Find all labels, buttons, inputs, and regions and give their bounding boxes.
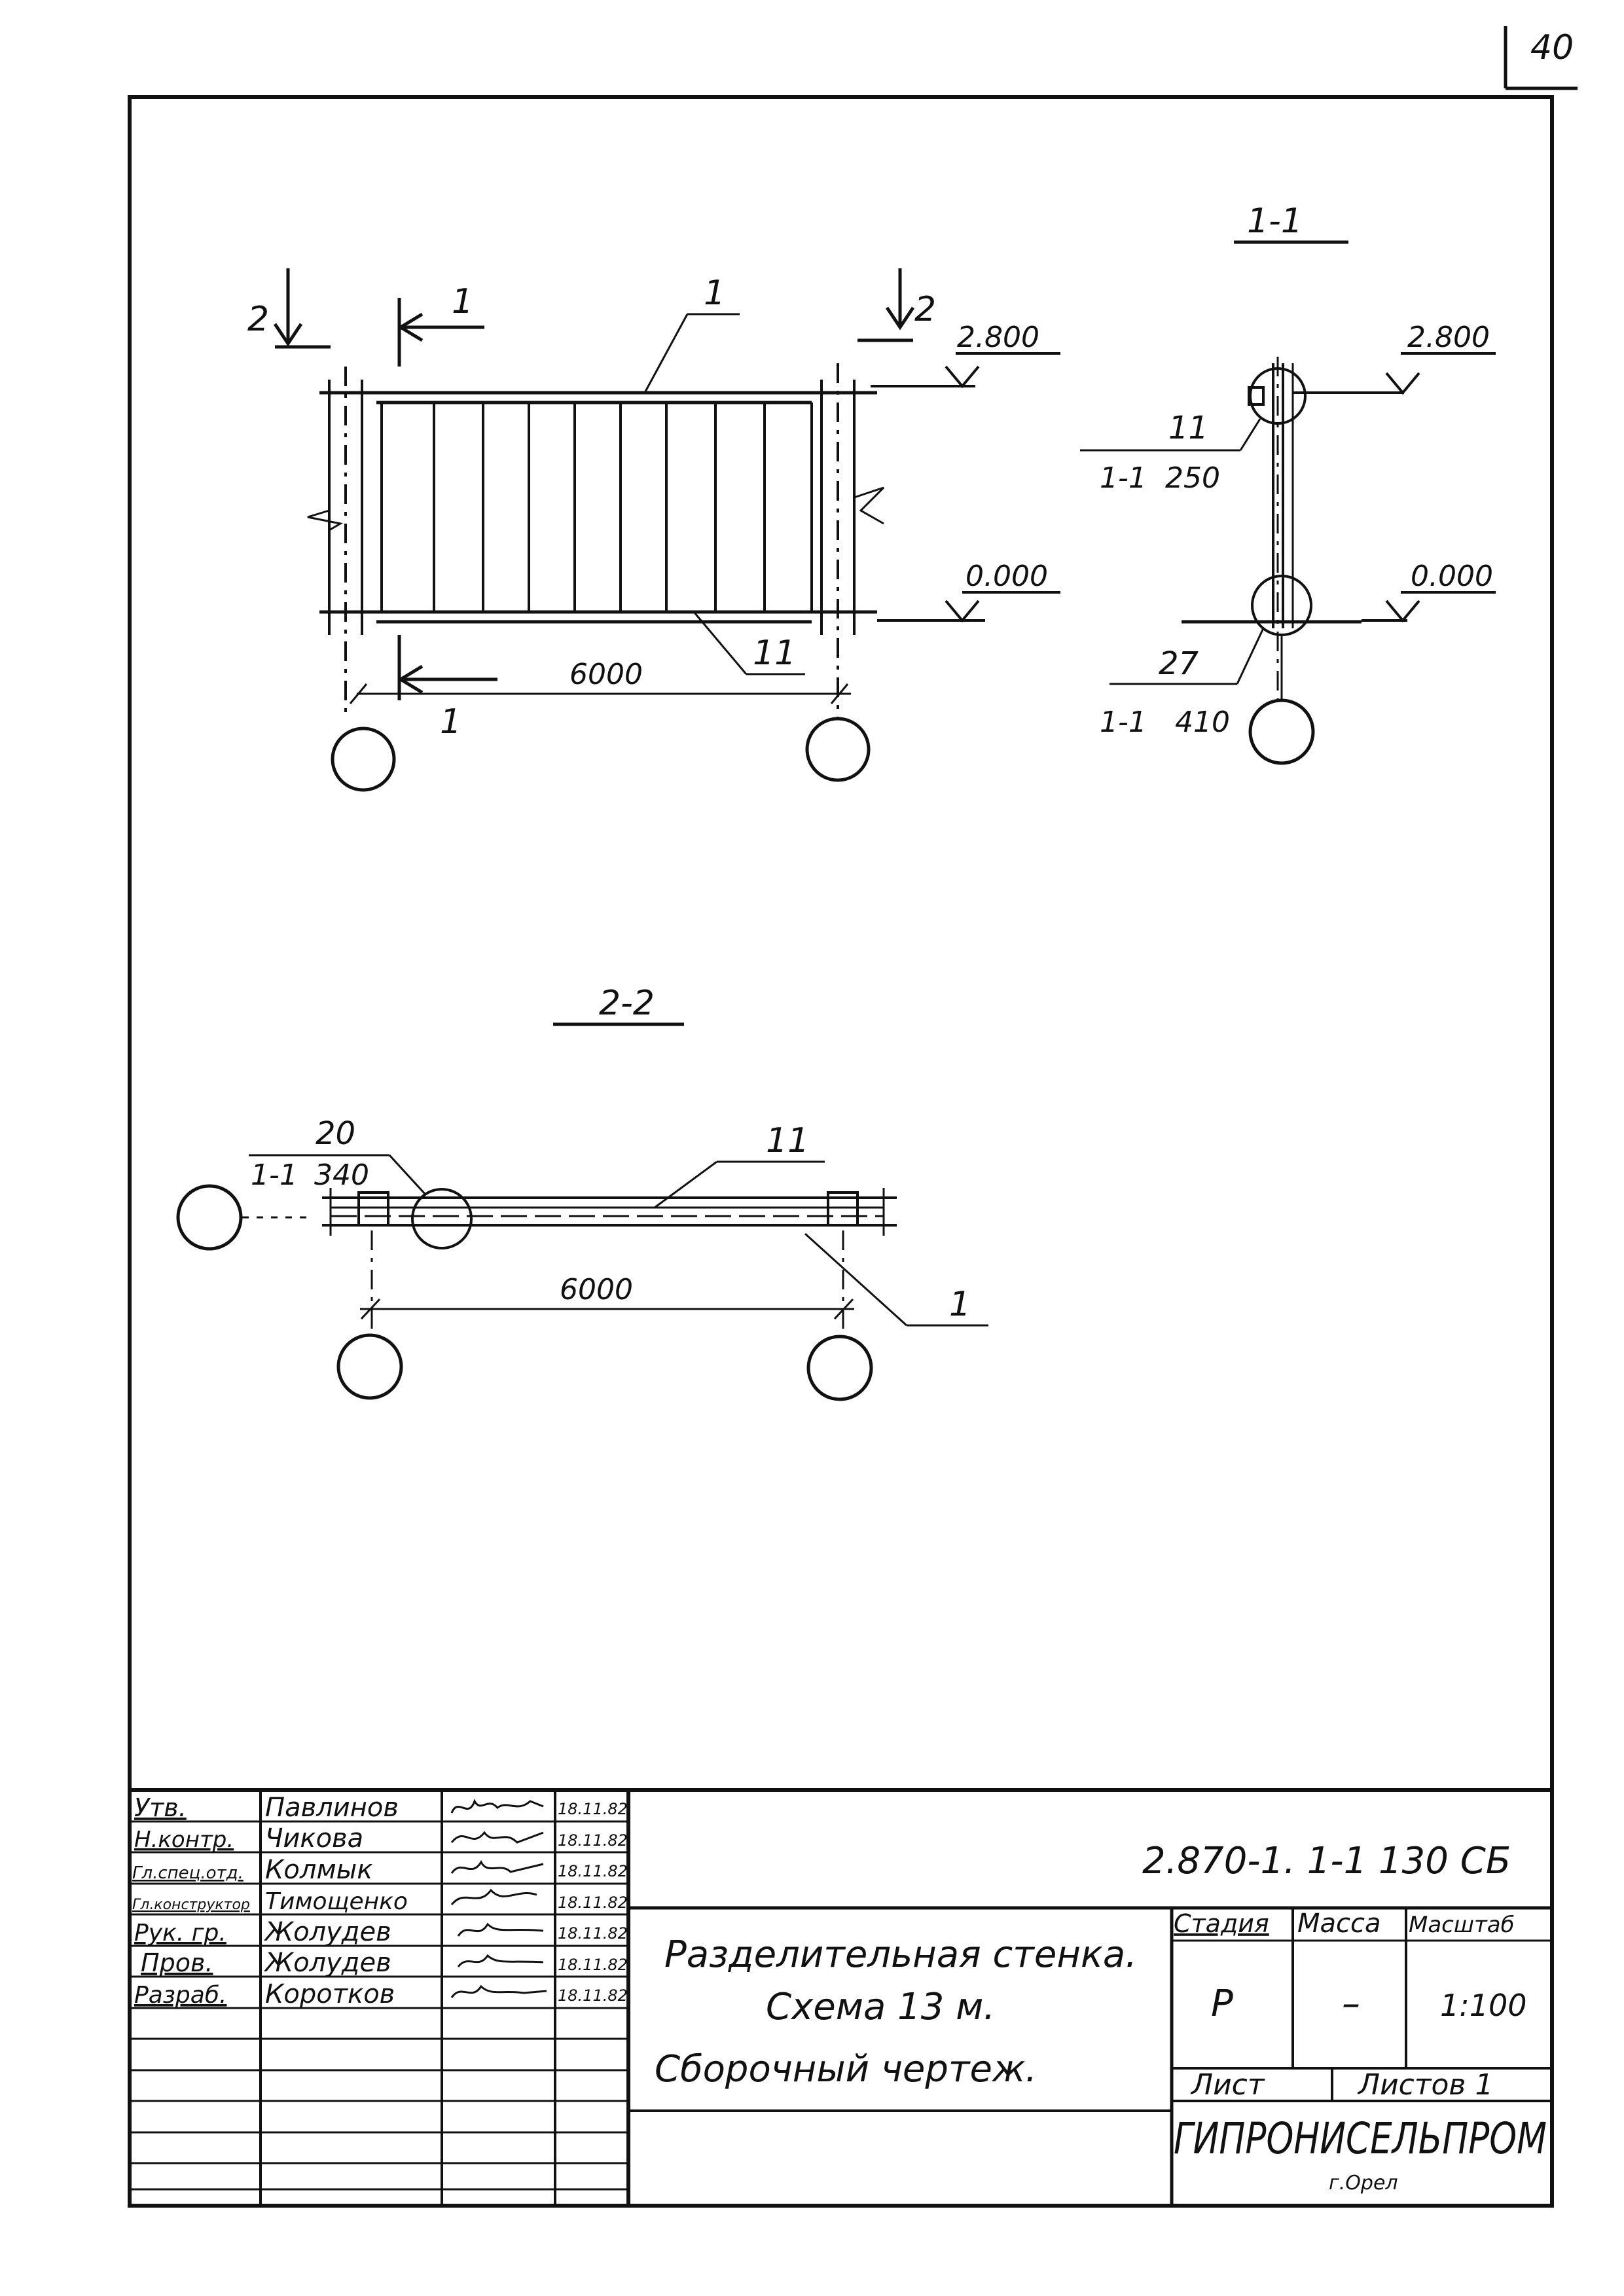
sheet-number: 40 bbox=[1530, 28, 1574, 67]
signature-role-chief-specialist: Гл.спец.отд. bbox=[132, 1863, 244, 1883]
scale-header: Масштаб bbox=[1409, 1912, 1515, 1938]
signature-role-chief-designer: Гл.конструктор bbox=[132, 1897, 250, 1913]
callout-2-2-position: 20 bbox=[316, 1115, 355, 1152]
position-label-2-2-lower: 1 bbox=[949, 1285, 971, 1324]
signature-date-approved: 18.11.82 bbox=[558, 1800, 628, 1818]
stage-value: Р bbox=[1211, 1982, 1233, 2025]
axis-bubble-2-2-right bbox=[806, 1335, 873, 1401]
callout-top-node: 250 bbox=[1165, 461, 1220, 495]
span-dimension-2-2 bbox=[360, 1298, 854, 1320]
node-callout-2-2 bbox=[411, 1188, 473, 1249]
section-2-2 bbox=[176, 1022, 988, 1401]
signature-name-chief-specialist: Колмык bbox=[265, 1855, 372, 1885]
bottom-beam bbox=[319, 610, 877, 624]
axis-bubble-1-1 bbox=[1248, 698, 1315, 765]
mass-value: – bbox=[1342, 1982, 1360, 2025]
signature-role-group-lead: Рук. гр. bbox=[134, 1920, 226, 1946]
cut-mark-1-top bbox=[397, 298, 484, 367]
left-column bbox=[328, 367, 363, 720]
section-1-1-level-top: 2.800 bbox=[1407, 321, 1490, 354]
signature-date-chief-specialist: 18.11.82 bbox=[558, 1862, 628, 1880]
callout-top-ref: 1-1 bbox=[1100, 461, 1147, 495]
signature-role-checked: Пров. bbox=[141, 1948, 213, 1977]
axis-bubble-2-2-left bbox=[336, 1333, 403, 1400]
signature-name-chief-designer: Тимощенко bbox=[265, 1888, 408, 1915]
scale-value: 1:100 bbox=[1440, 1988, 1527, 2023]
signature-role-developed: Разраб. bbox=[134, 1982, 226, 2009]
signature-name-checked: Жолудев bbox=[263, 1948, 391, 1978]
node-callout-top bbox=[1249, 367, 1307, 425]
span-dimension-2-2-label: 6000 bbox=[560, 1273, 633, 1306]
top-beam bbox=[319, 391, 877, 404]
signature-role-norm-control: Н.контр. bbox=[134, 1827, 234, 1853]
left-break-mark bbox=[307, 509, 344, 531]
cut-mark-1-top-label: 1 bbox=[452, 282, 473, 321]
mass-header: Масса bbox=[1297, 1909, 1381, 1939]
level-mark-bottom-1-1 bbox=[1362, 591, 1496, 623]
cut-mark-2-right bbox=[857, 268, 915, 342]
signature-date-norm-control: 18.11.82 bbox=[558, 1831, 628, 1850]
signature-name-norm-control: Чикова bbox=[265, 1823, 363, 1854]
title-block bbox=[130, 1788, 1552, 2206]
callout-bottom-ref: 1-1 bbox=[1100, 706, 1147, 739]
callout-2-2-node: 340 bbox=[314, 1158, 369, 1192]
level-mark-top bbox=[871, 352, 1060, 389]
position-label-bottom-beam: 11 bbox=[753, 634, 796, 673]
signature-role-approved: Утв. bbox=[134, 1793, 187, 1822]
cut-mark-1-bottom bbox=[397, 635, 497, 700]
right-break-mark bbox=[854, 486, 885, 525]
cut-mark-1-bottom-label: 1 bbox=[440, 702, 461, 742]
signature-date-chief-designer: 18.11.82 bbox=[558, 1893, 628, 1912]
elevation-view bbox=[273, 268, 1060, 792]
callout-2-2-ref: 1-1 bbox=[251, 1158, 298, 1192]
axis-bubble-2-2-side bbox=[176, 1184, 243, 1251]
level-label-bottom: 0.000 bbox=[965, 560, 1048, 593]
position-label-top-beam: 1 bbox=[704, 274, 725, 313]
section-2-2-title: 2-2 bbox=[599, 984, 655, 1023]
sheets-label: Листов 1 bbox=[1357, 2068, 1493, 2102]
description-line-3: Сборочный чертеж. bbox=[655, 2048, 1037, 2090]
drawing-frame bbox=[128, 95, 1554, 2208]
level-mark-bottom bbox=[877, 591, 1060, 623]
sheet-number-corner bbox=[1504, 26, 1578, 90]
document-code: 2.870-1. 1-1 130 СБ bbox=[1142, 1840, 1511, 1882]
leader-position-1 bbox=[643, 314, 689, 393]
level-label-top: 2.800 bbox=[957, 321, 1039, 354]
level-mark-top-1-1 bbox=[1293, 352, 1496, 395]
position-label-2-2-upper: 11 bbox=[766, 1121, 809, 1160]
organization-city: г.Орел bbox=[1329, 2172, 1398, 2195]
axis-bubble-left bbox=[331, 726, 396, 792]
description-line-1: Разделительная стенка. bbox=[664, 1933, 1137, 1976]
right-column bbox=[820, 363, 856, 720]
signature-name-developed: Коротков bbox=[265, 1979, 395, 2009]
handwritten-signatures bbox=[450, 1799, 547, 1998]
callout-top-position: 11 bbox=[1168, 410, 1208, 446]
cut-mark-2-left bbox=[273, 268, 331, 349]
cut-mark-2-left-label: 2 bbox=[247, 300, 269, 339]
signature-name-group-lead: Жолудев bbox=[263, 1917, 391, 1947]
span-dimension bbox=[349, 683, 851, 704]
organization-name: ГИПРОНИСЕЛЬПРОМ bbox=[1174, 2113, 1547, 2164]
leader-position-11 bbox=[693, 611, 748, 675]
section-1-1-title: 1-1 bbox=[1247, 202, 1303, 241]
description-line-2: Схема 13 м. bbox=[766, 1986, 995, 2028]
section-1-1-level-bottom: 0.000 bbox=[1411, 560, 1493, 593]
section-1-1 bbox=[1080, 240, 1496, 765]
stage-header: Стадия bbox=[1174, 1909, 1269, 1938]
signature-date-checked: 18.11.82 bbox=[558, 1956, 628, 1974]
signature-name-approved: Павлинов bbox=[265, 1793, 399, 1823]
cut-mark-2-right-label: 2 bbox=[914, 290, 936, 329]
callout-bottom-node: 410 bbox=[1175, 706, 1230, 739]
panel-ribs bbox=[380, 403, 813, 612]
sheet-label: Лист bbox=[1190, 2068, 1265, 2102]
span-dimension-label: 6000 bbox=[569, 658, 643, 691]
signature-date-developed: 18.11.82 bbox=[558, 1986, 628, 2005]
signature-date-group-lead: 18.11.82 bbox=[558, 1924, 628, 1943]
axis-bubble-right bbox=[805, 717, 871, 782]
callout-bottom-position: 27 bbox=[1159, 645, 1199, 682]
